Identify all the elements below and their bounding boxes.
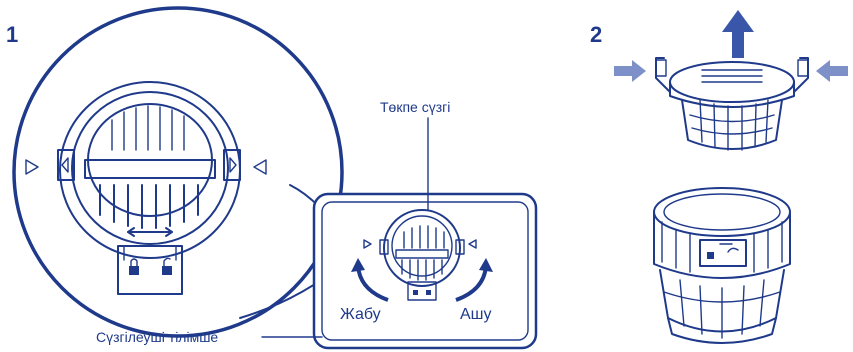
squeeze-right-arrow-icon [816, 60, 848, 82]
magnified-view [12, 6, 351, 338]
filter-small [379, 209, 465, 301]
open-arrow-icon [455, 258, 493, 302]
leader-lines [261, 117, 429, 338]
open-lock-icon [162, 257, 172, 275]
alignment-marker-small-right-icon [468, 239, 477, 249]
filter-insert [655, 57, 809, 151]
alignment-marker-small-left-icon [363, 239, 372, 249]
drain-filter-label: Төкпе сүзгі [380, 99, 451, 115]
step-2-number: 2 [590, 22, 603, 47]
open-label: Ашу [460, 306, 492, 323]
filter-closeup [57, 81, 241, 295]
appliance-panel [312, 192, 538, 350]
squeeze-left-arrow-icon [614, 60, 646, 82]
lift-up-arrow-icon [722, 10, 754, 58]
filter-housing [653, 187, 791, 344]
alignment-marker-left-icon [25, 159, 39, 175]
step-1-number: 1 [6, 22, 19, 47]
close-arrow-icon [351, 258, 389, 302]
close-label: Жабу [340, 306, 381, 323]
alignment-marker-right-icon [253, 159, 267, 175]
closed-lock-icon [129, 258, 139, 275]
filter-grille-label: Сүзгілеуші тілімше [96, 329, 219, 345]
rotate-double-arrow-icon [127, 227, 173, 237]
